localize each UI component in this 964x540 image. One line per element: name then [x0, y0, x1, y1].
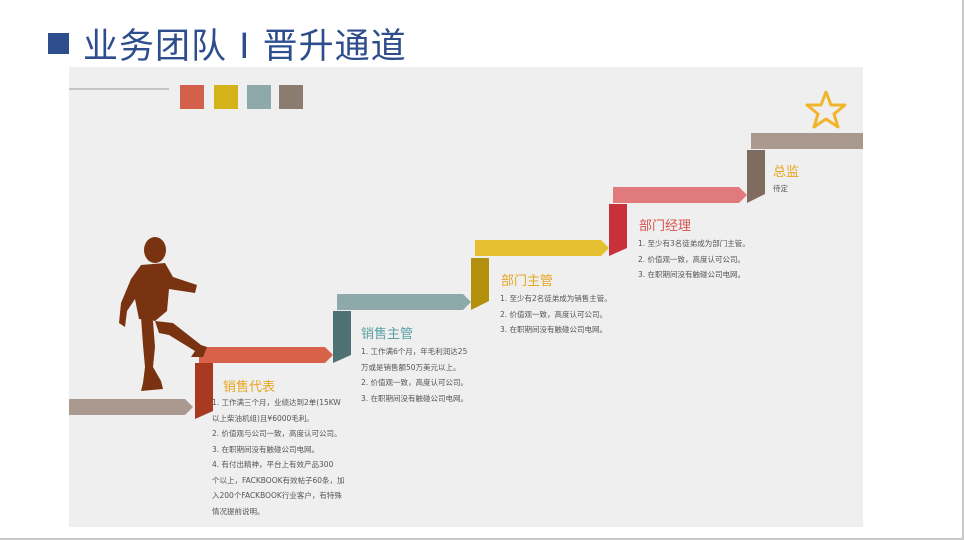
ribbon-step-4	[613, 187, 747, 203]
ribbon-step-2	[337, 294, 471, 310]
page-title: 业务团队 I 晋升通道	[83, 26, 407, 67]
title-bullet-square	[48, 32, 69, 54]
description-line: 1. 工作满6个月，年毛利润达25	[361, 347, 468, 356]
description-line: 1. 工作满三个月，业绩达到2单(15KW	[212, 398, 341, 407]
step-title: 销售代表	[223, 380, 276, 395]
step-title: 销售主管	[361, 327, 414, 342]
description-line: 2. 价值观一致，高度认可公司。	[638, 254, 746, 264]
step-description: 1. 工作满三个月，业绩达到2单(15KW 以上柴油机组)且¥6000毛利。 2…	[212, 395, 345, 519]
step-title: 部门主管	[501, 274, 554, 289]
description-line: 万或是销售额50万美元以上。	[361, 362, 461, 372]
color-swatch	[279, 85, 303, 109]
description-line: 2. 价值观一致，高度认可公司。	[361, 378, 469, 387]
step-description: 1. 工作满6个月，年毛利润达25 万或是销售额50万美元以上。 2. 价值观一…	[361, 344, 468, 406]
ribbon-step-1	[199, 347, 333, 363]
ribbon-riser-5	[747, 150, 765, 203]
climbing-person-icon	[119, 237, 207, 391]
step-description: 1. 至少有2名徒弟成为销售主管。 2. 价值观一致，高度认可公司。 3. 在职…	[500, 291, 612, 338]
description-line: 3. 在职期间没有触碰公司电网。	[500, 325, 608, 334]
color-swatch	[214, 85, 238, 109]
ribbon-riser-1	[195, 363, 213, 419]
description-line: 3. 在职期间没有触碰公司电网。	[361, 393, 469, 403]
description-line: 入200个FACKBOOK行业客户，有特殊	[212, 491, 342, 500]
description-line: 待定	[773, 184, 788, 193]
description-line: 3. 在职期间没有触碰公司电网。	[212, 444, 320, 454]
description-line: 3. 在职期间没有触碰公司电网。	[638, 270, 746, 279]
description-line: 以上柴油机组)且¥6000毛利。	[212, 413, 314, 423]
ribbon-step-5	[751, 133, 863, 149]
description-line: 4. 有付出精神，平台上有效产品300	[212, 460, 334, 469]
ribbon-riser-3	[471, 258, 489, 310]
step-title: 总监	[773, 165, 800, 180]
title-row: 业务团队 I 晋升通道	[48, 18, 407, 68]
ribbon-riser-4	[609, 204, 627, 256]
color-swatch	[180, 85, 204, 109]
step-description: 待定	[773, 181, 788, 197]
promotion-diagram-panel: 销售代表 1. 工作满三个月，业绩达到2单(15KW 以上柴油机组)且¥6000…	[69, 67, 863, 527]
color-swatch	[247, 85, 271, 109]
description-line: 1. 至少有3名徒弟成为部门主管。	[638, 239, 750, 248]
step-title: 部门经理	[639, 219, 692, 234]
description-line: 2. 价值观一致，高度认可公司。	[500, 309, 608, 319]
step-description: 1. 至少有3名徒弟成为部门主管。 2. 价值观一致，高度认可公司。 3. 在职…	[638, 236, 750, 283]
description-line: 1. 至少有2名徒弟成为销售主管。	[500, 294, 612, 303]
description-line: 情况提前说明。	[212, 506, 265, 516]
ribbon-step-3	[475, 240, 609, 256]
star-icon	[805, 90, 847, 129]
ribbon-riser-2	[333, 311, 351, 363]
staircase-graphic	[69, 85, 863, 419]
ribbon-ground	[69, 399, 193, 415]
description-line: 个以上，FACKBOOK有效帖子60条，加	[212, 475, 345, 485]
description-line: 2. 价值观与公司一致，高度认可公司。	[212, 429, 342, 438]
